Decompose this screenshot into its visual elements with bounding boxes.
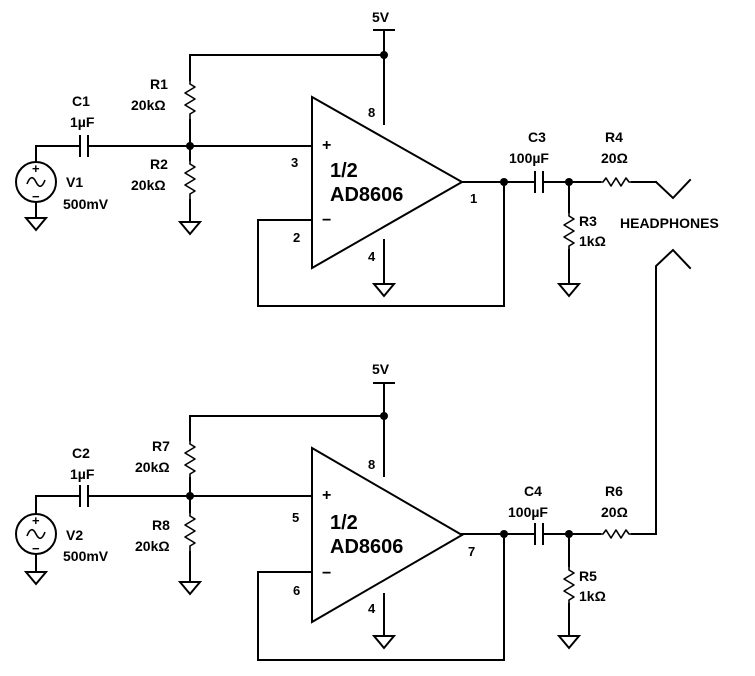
r5-value: 1kΩ: [579, 588, 606, 604]
r6-value: 20Ω: [601, 504, 628, 520]
r8-name: R8: [152, 517, 170, 533]
pin-4-top: 4: [368, 249, 376, 264]
r2-value: 20kΩ: [131, 177, 166, 193]
r4-name: R4: [605, 129, 623, 145]
opamp-top-line2: AD8606: [330, 184, 403, 206]
channel-2: 5V R7 20kΩ R8 20kΩ + −: [15, 361, 657, 661]
resistor-r2: R2 20kΩ: [131, 145, 203, 236]
v2-name: V2: [66, 527, 83, 543]
headphones-label: HEADPHONES: [620, 215, 719, 231]
c1-name: C1: [72, 93, 90, 109]
headphone-contact-top: [654, 178, 692, 200]
opamp-bottom-plus: +: [322, 487, 331, 504]
c2-name: C2: [72, 445, 90, 461]
wire-rail-r1: [189, 54, 385, 81]
r7-name: R7: [152, 438, 170, 454]
resistor-r5: R5 1kΩ: [556, 533, 606, 650]
wire-feedback-top: [257, 181, 505, 307]
opamp-top-minus: −: [322, 212, 331, 229]
channel-1: 5V R1 20kΩ R2 20kΩ + −: [15, 9, 657, 307]
resistor-r6: R6 20Ω: [600, 483, 657, 539]
opamp-top: + − 1/2 AD8606 8 4 1 2: [293, 95, 477, 270]
r7-value: 20kΩ: [135, 459, 170, 475]
r3-value: 1kΩ: [579, 233, 606, 249]
pin-4-bottom: 4: [368, 601, 376, 616]
resistor-r1: R1 20kΩ: [131, 76, 196, 147]
v1-value: 500mV: [63, 196, 109, 212]
ground-icon: [556, 283, 582, 298]
resistor-r3: R3 1kΩ: [556, 181, 606, 298]
supply-5v-bottom: 5V: [372, 361, 395, 477]
opamp-bottom-line2: AD8606: [330, 536, 403, 558]
capacitor-c2: C2 1µF: [35, 445, 191, 507]
capacitor-c1: C1 1µF: [35, 93, 191, 157]
r1-name: R1: [150, 76, 168, 92]
r6-name: R6: [605, 483, 623, 499]
pin-3: 3: [291, 155, 298, 170]
pin-8-top: 8: [368, 105, 375, 120]
opamp-bottom: + − 1/2 AD8606 8 4 7 6: [293, 446, 475, 624]
ground-icon: [371, 635, 397, 650]
r5-name: R5: [579, 568, 597, 584]
source-v1: + − V1 500mV: [15, 145, 109, 232]
junction-out-bottom: [500, 530, 508, 538]
ground-icon: [177, 221, 203, 236]
wire-feedback-bottom: [257, 533, 505, 661]
r8-value: 20kΩ: [135, 538, 170, 554]
ground-icon: [371, 283, 397, 298]
pin-6: 6: [293, 583, 300, 598]
resistor-r8: R8 20kΩ: [135, 495, 203, 596]
supply-5v-top: 5V: [372, 9, 395, 125]
c4-name: C4: [524, 483, 542, 499]
c3-name: C3: [528, 129, 546, 145]
c3-value: 100µF: [509, 150, 549, 166]
c2-value: 1µF: [70, 466, 95, 482]
v1-plus-sign: +: [32, 161, 40, 176]
supply-label-top: 5V: [372, 9, 390, 25]
headphone-jack: HEADPHONES: [620, 178, 719, 535]
ground-icon: [23, 571, 49, 586]
r4-value: 20Ω: [601, 150, 628, 166]
opamp-top-plus: +: [322, 137, 331, 154]
pin-2: 2: [293, 230, 300, 245]
junction-out-top: [500, 178, 508, 186]
v2-plus-sign: +: [32, 513, 40, 528]
pin-5: 5: [292, 510, 299, 525]
r1-value: 20kΩ: [131, 97, 166, 113]
v2-value: 500mV: [63, 548, 109, 564]
source-v2: + − V2 500mV: [15, 495, 109, 586]
opamp-top-line1: 1/2: [330, 160, 358, 182]
opamp-bottom-line1: 1/2: [330, 512, 358, 534]
headphone-contact-bottom: [655, 248, 692, 535]
v1-minus-sign: −: [32, 189, 40, 204]
resistor-r7: R7 20kΩ: [135, 438, 196, 497]
pin-1: 1: [470, 191, 477, 206]
supply-label-bottom: 5V: [372, 361, 390, 377]
pin-7: 7: [468, 544, 475, 559]
ground-icon: [23, 217, 49, 232]
c4-value: 100µF: [508, 504, 548, 520]
ground-icon: [556, 635, 582, 650]
ground-icon: [177, 581, 203, 596]
opamp-bottom-minus: −: [322, 565, 331, 582]
r2-name: R2: [150, 156, 168, 172]
capacitor-c4: C4 100µF: [508, 483, 601, 545]
resistor-r4: R4 20Ω: [600, 129, 657, 187]
v2-minus-sign: −: [32, 541, 40, 556]
pin-8-bottom: 8: [368, 457, 375, 472]
wire-rail-r7: [189, 415, 385, 441]
capacitor-c3: C3 100µF: [509, 129, 601, 193]
v1-name: V1: [66, 174, 83, 190]
r3-name: R3: [579, 213, 597, 229]
c1-value: 1µF: [70, 114, 95, 130]
